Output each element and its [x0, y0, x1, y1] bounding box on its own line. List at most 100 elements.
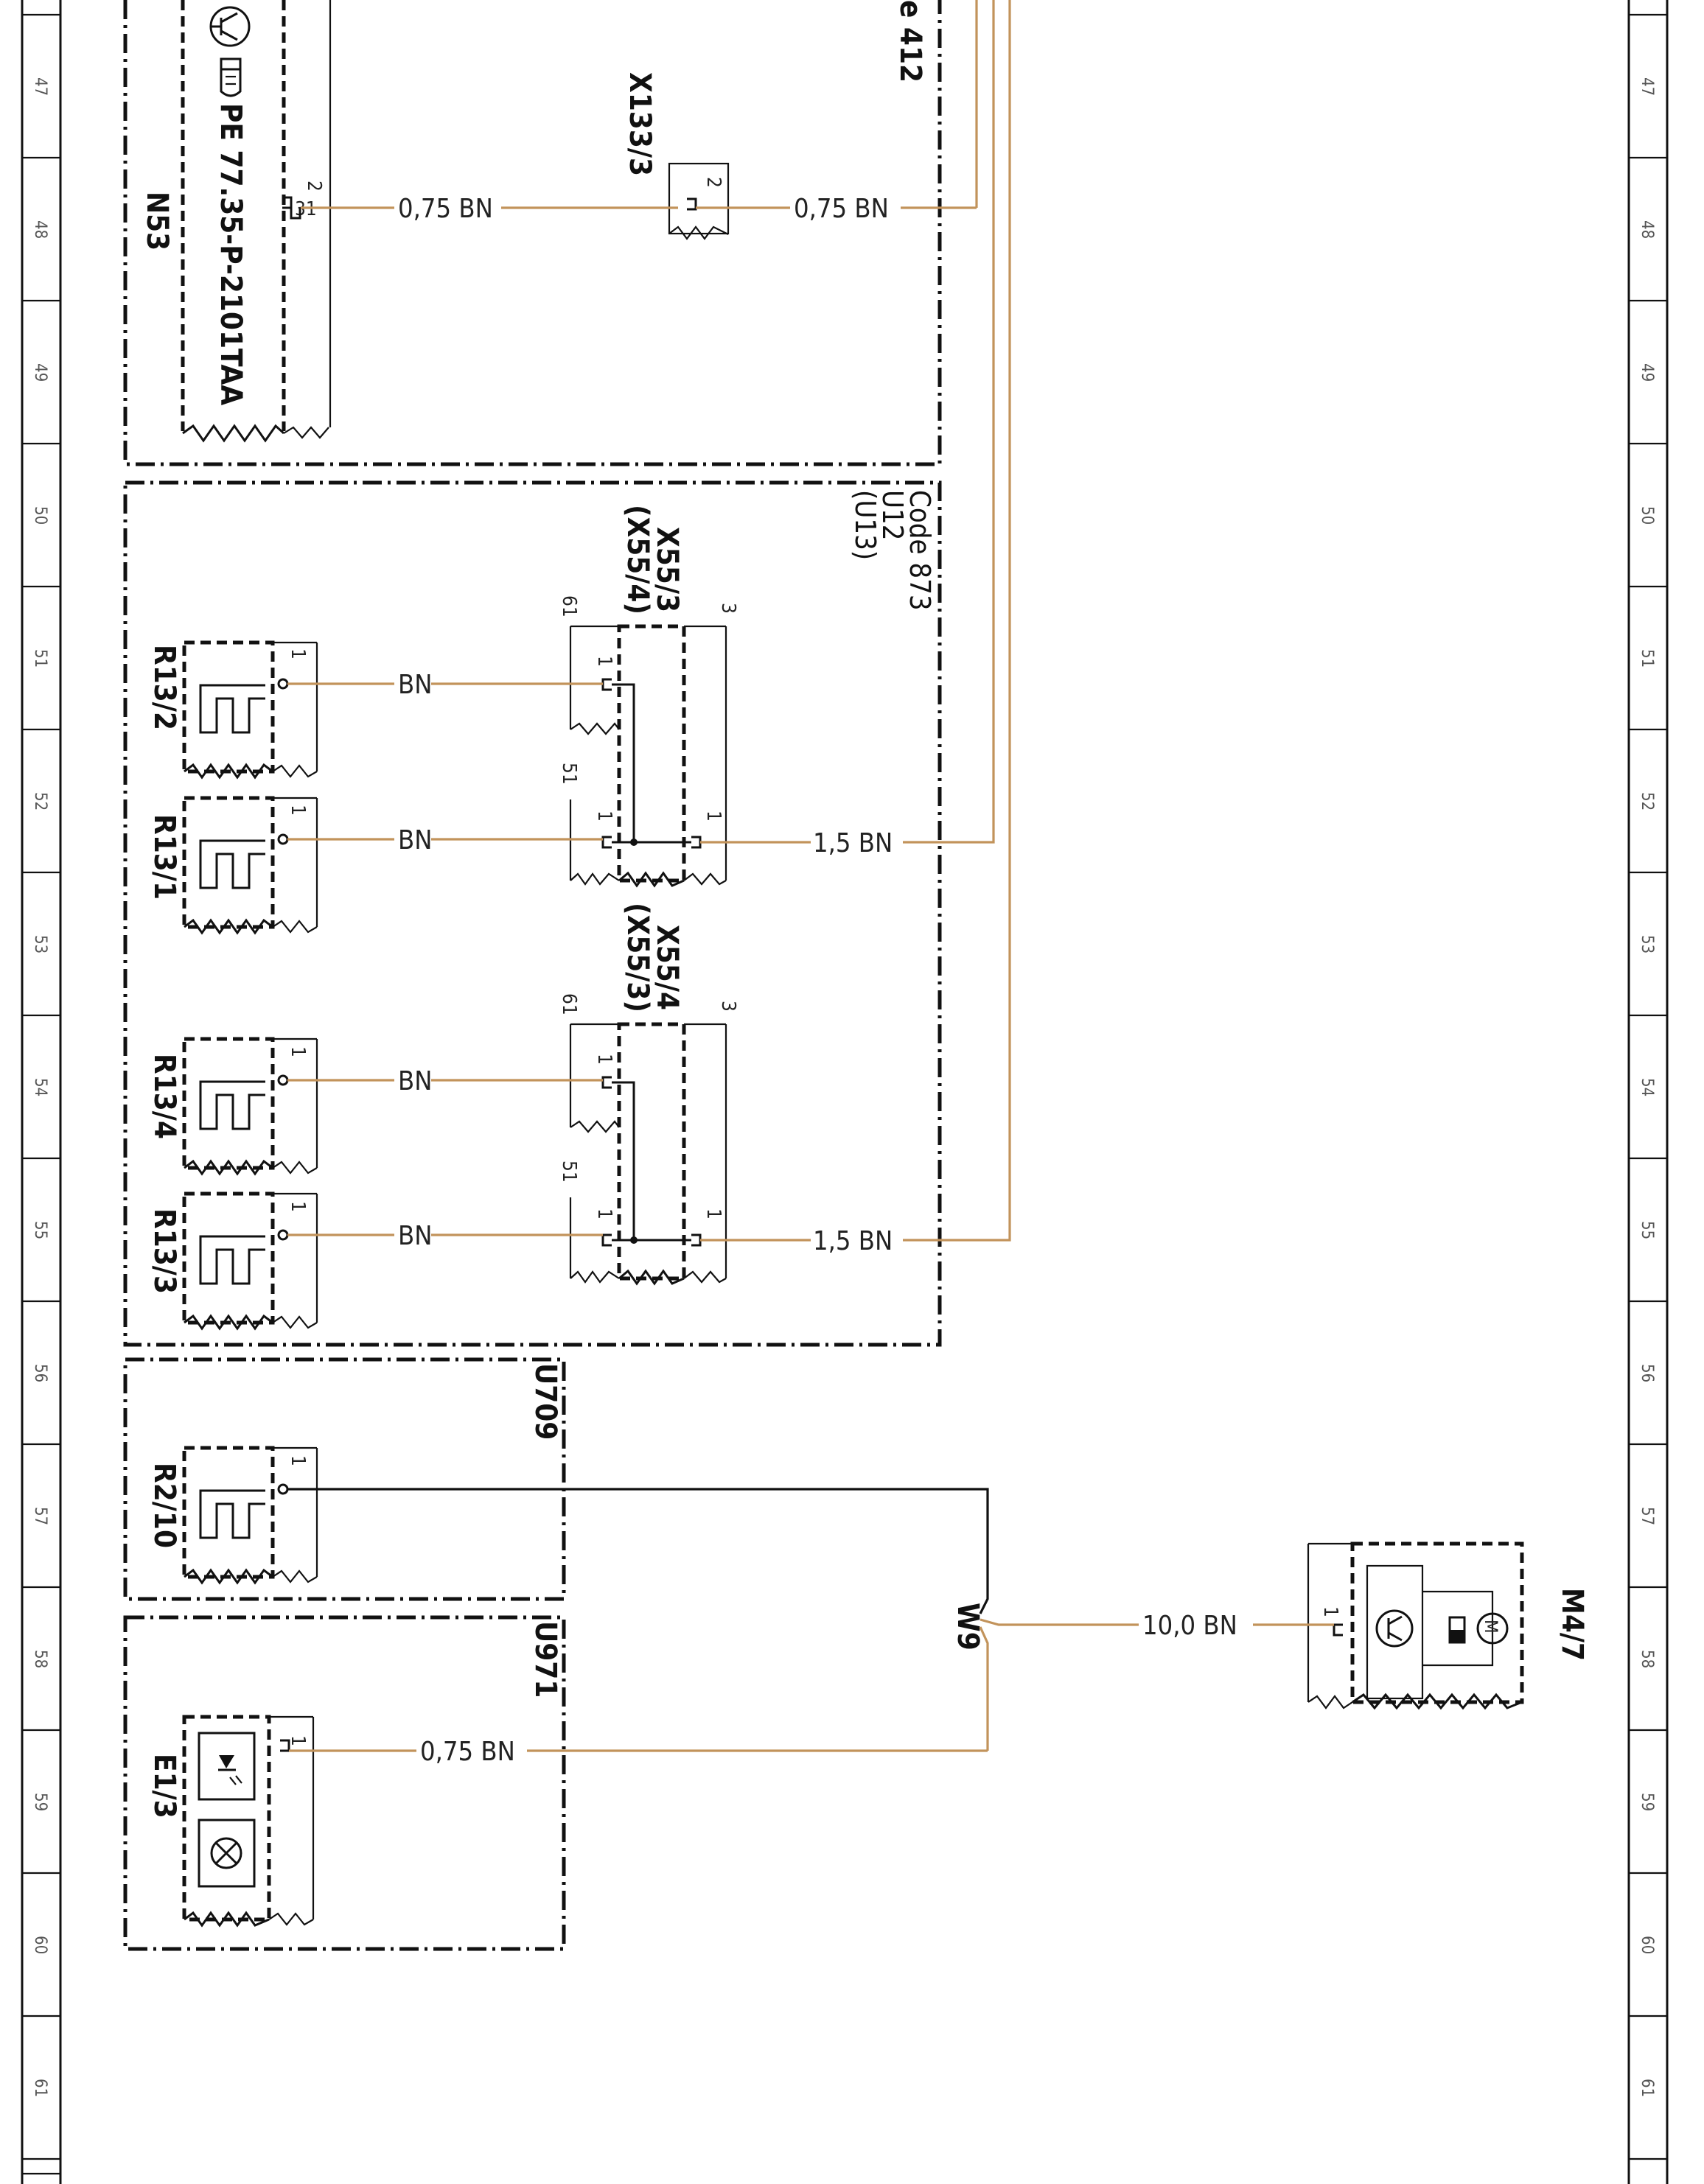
- motor-icon: [1476, 1612, 1509, 1645]
- svg-text:BN: BN: [398, 1066, 432, 1096]
- ruler-number: 57: [1638, 1507, 1656, 1525]
- frame-n53: [123, 0, 942, 466]
- wire-label-n53-x133: 0,75 BN: [398, 194, 493, 224]
- x55-4-alt-label: (X55/3): [621, 903, 654, 1012]
- svg-text:1: 1: [287, 1455, 309, 1466]
- ruler-number: 47: [1638, 77, 1656, 96]
- ruler-number: 55: [31, 1221, 49, 1239]
- r13-3-heater: R13/3 1: [147, 1194, 317, 1329]
- led-icon: [198, 1732, 256, 1801]
- frame-u971: [123, 1615, 566, 1951]
- left-ruler: [21, 0, 62, 2184]
- ruler-number: 56: [1638, 1364, 1656, 1382]
- motor-transistor-icon: [1375, 1609, 1414, 1648]
- lamp-icon: [198, 1819, 256, 1888]
- svg-text:BN: BN: [398, 1221, 432, 1251]
- svg-text:1: 1: [287, 1735, 309, 1746]
- code-873-label: Code 873 U12 (U13): [849, 490, 936, 611]
- svg-text:BN: BN: [398, 670, 432, 700]
- svg-text:Code 873: Code 873: [904, 490, 936, 611]
- svg-text:3: 3: [717, 603, 739, 614]
- frame-u709: [123, 1357, 566, 1601]
- ruler-number: 59: [31, 1793, 49, 1811]
- n53-pin-31: 31: [295, 198, 317, 220]
- svg-text:10,0 BN: 10,0 BN: [1142, 1611, 1237, 1641]
- ruler-number: 50: [31, 506, 49, 525]
- svg-text:(U13): (U13): [849, 490, 881, 560]
- svg-text:1: 1: [287, 1046, 309, 1057]
- ruler-number: 51: [1638, 649, 1656, 668]
- svg-text:1: 1: [593, 1054, 615, 1065]
- svg-text:61: 61: [558, 595, 580, 617]
- transistor-icon: [209, 6, 251, 47]
- ruler-number: 48: [1638, 220, 1656, 239]
- svg-text:M4/7: M4/7: [1555, 1588, 1589, 1661]
- ruler-number: 60: [31, 1936, 49, 1954]
- e1-3-lamp: E1/3 1: [147, 1715, 315, 1928]
- x55-4-label: X55/4: [650, 925, 684, 1010]
- wire-label-x133-out: 0,75 BN: [794, 194, 889, 224]
- x133-3-pin-2: 2: [702, 177, 724, 188]
- svg-text:1: 1: [593, 1208, 615, 1219]
- ruler-number: 48: [31, 220, 49, 239]
- x55-3-connector: X55/3 (X55/4) 61 3 51 1 1 1: [558, 505, 739, 888]
- w9-ground: W9: [951, 1603, 985, 1651]
- ruler-number: 54: [31, 1078, 49, 1096]
- ruler-number: 53: [1638, 935, 1656, 953]
- svg-text:3: 3: [717, 1001, 739, 1012]
- n53-label: N53: [140, 192, 174, 251]
- ruler-number: 52: [31, 792, 49, 811]
- ruler-number: 52: [1638, 792, 1656, 811]
- ruler-number: 47: [31, 77, 49, 96]
- svg-text:61: 61: [558, 993, 580, 1015]
- ruler-number: 58: [1638, 1650, 1656, 1668]
- svg-text:1: 1: [287, 805, 309, 816]
- svg-text:1: 1: [287, 1201, 309, 1212]
- code-412-label: e 412: [893, 0, 927, 83]
- ruler-number: 50: [1638, 506, 1656, 525]
- ruler-number: 49: [31, 363, 49, 382]
- x133-3-connector: X133/3 2: [623, 72, 730, 240]
- svg-text:1: 1: [702, 811, 724, 822]
- m4-7-motor: M4/7 M 1: [1307, 1541, 1589, 1710]
- wire-w9-m4-7: [980, 1618, 1139, 1626]
- ruler-number: 57: [31, 1507, 49, 1525]
- svg-text:E1/3: E1/3: [147, 1754, 181, 1819]
- svg-text:R13/4: R13/4: [147, 1054, 181, 1139]
- svg-text:M: M: [1481, 1620, 1501, 1634]
- x55-3-alt-label: (X55/4): [621, 505, 654, 615]
- svg-text:1: 1: [1319, 1606, 1341, 1617]
- svg-text:0,75 BN: 0,75 BN: [420, 1737, 515, 1767]
- svg-text:R13/1: R13/1: [147, 814, 181, 900]
- svg-text:R13/2: R13/2: [147, 645, 181, 730]
- ruler-number: 60: [1638, 1936, 1656, 1954]
- svg-text:51: 51: [558, 763, 580, 785]
- svg-text:1: 1: [593, 656, 615, 667]
- right-ruler: [1627, 0, 1669, 2184]
- svg-text:1,5 BN: 1,5 BN: [813, 1226, 893, 1256]
- svg-text:U12: U12: [876, 490, 909, 541]
- x55-4-connector: X55/4 (X55/3) 61 3 51 1 1 1: [558, 903, 739, 1286]
- n53-pin-2: 2: [303, 181, 325, 192]
- ruler-number: 59: [1638, 1793, 1656, 1811]
- svg-text:1: 1: [593, 811, 615, 822]
- r13-4-heater: R13/4 1: [147, 1039, 317, 1174]
- x55-3-label: X55/3: [650, 527, 684, 612]
- svg-text:R2/10: R2/10: [147, 1463, 181, 1548]
- wire-r2-10: [287, 1488, 989, 1614]
- r13-2-heater: R13/2 1: [147, 643, 317, 777]
- svg-text:R13/3: R13/3: [147, 1208, 181, 1294]
- svg-text:1: 1: [287, 648, 309, 659]
- ruler-number: 53: [31, 935, 49, 953]
- ruler-number: 58: [31, 1650, 49, 1668]
- svg-text:W9: W9: [951, 1603, 985, 1651]
- svg-text:51: 51: [558, 1161, 580, 1183]
- x133-3-label: X133/3: [623, 72, 657, 176]
- svg-text:1,5 BN: 1,5 BN: [813, 828, 893, 858]
- r2-10-heater: R2/10 1: [147, 1448, 317, 1583]
- u971-label: U971: [528, 1621, 562, 1698]
- n53-note: PE 77.35-P-2101TAA: [214, 103, 248, 405]
- ruler-number: 56: [31, 1364, 49, 1382]
